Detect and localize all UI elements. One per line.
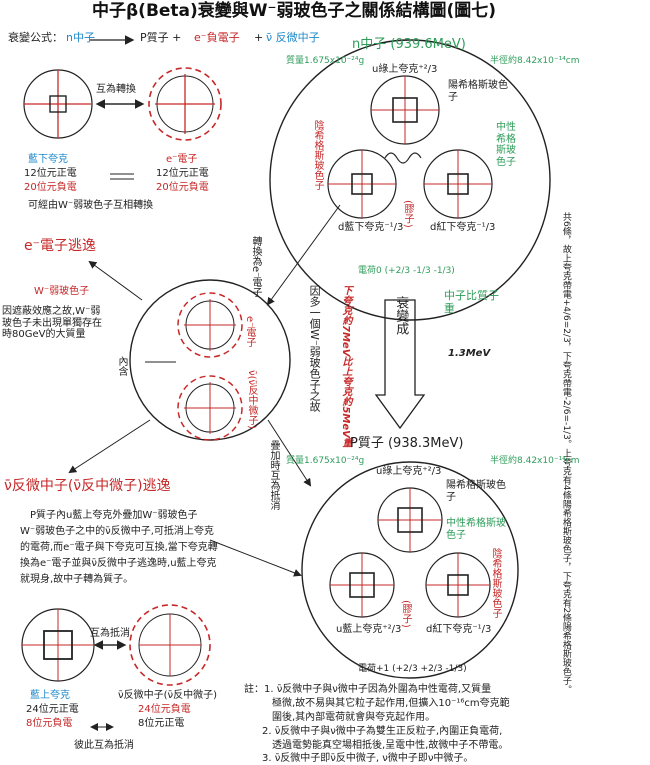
explain-line-4: 換為e⁻電子並與ν̄反微中子逃逸時,u藍上夸克 xyxy=(20,558,217,569)
note-2b: 透過電勢能真空場相抵後,呈電中性,故微中子不帶電。 xyxy=(272,740,509,751)
explain-line-5: 就現身,故中子轉為質子。 xyxy=(20,574,134,585)
down-quark-pos: 12位元正電 xyxy=(24,168,77,179)
proton-d-red-label: d紅下夸克⁻¹/3 xyxy=(426,624,492,635)
explain-arrow xyxy=(209,539,302,577)
antineutrino-label: ν̄反微中子(ν̄反中微子) xyxy=(118,690,217,701)
note-2a: 2. ν̄反微中子與ν微中子為雙生正反粒子,內圍正負電荷, xyxy=(262,726,503,737)
explain-line-3: 的電荷,而e⁻電子與下夸克可互換,當下夸克轉 xyxy=(20,542,218,553)
proton-neutral-higgs-label: 中性希格斯玻色子 xyxy=(446,518,506,541)
neutron-d-blue-label: d藍下夸克⁻¹/3 xyxy=(338,222,404,233)
antineutrino-symbol xyxy=(129,604,211,686)
antineutrino-pos: 24位元負電 xyxy=(138,704,191,715)
proton-u-blue-label: u藍上夸克⁺²/3 xyxy=(336,624,402,635)
proton-mass: 質量1.675x10⁻²⁴g xyxy=(286,456,365,466)
electron-pos: 12位元正電 xyxy=(156,168,209,179)
electron-label: e⁻電子 xyxy=(166,154,198,165)
formula-antineutrino: ν̄ 反微中子 xyxy=(266,31,320,44)
neutron-charge: 電荷0 (+2/3 -1/3 -1/3) xyxy=(358,266,455,276)
inner-label: 內含 xyxy=(116,356,127,376)
formula-neutron: n中子 xyxy=(66,31,95,44)
conversion-note: 可經由W⁻弱玻色子互相轉換 xyxy=(28,200,154,211)
up-quark-pos: 24位元正電 xyxy=(26,704,79,715)
proton-d-red xyxy=(425,552,491,618)
antineutrino-neg: 8位元正電 xyxy=(138,718,185,729)
note-1a: 註：1. ν̄反微中子與ν微中子因為外圍為中性電荷,又質量 xyxy=(244,684,492,695)
nu-escape-arrow xyxy=(68,419,151,474)
middle-antineutrino xyxy=(177,375,243,441)
overlay-label: 疊加時互為抵消 xyxy=(268,440,279,510)
electron-neg: 20位元負電 xyxy=(156,182,209,193)
middle-electron xyxy=(177,292,243,358)
convert-arrow xyxy=(266,204,341,306)
proton-title: P質子 (938.3MeV) xyxy=(350,436,464,451)
proton-neg-higgs-label: 陰希格斯玻色子 xyxy=(490,548,501,618)
proton-radius: 半徑約8.42x10⁻¹⁴cm xyxy=(490,456,580,466)
proton-circle xyxy=(301,461,519,679)
formula-proton: P質子 + xyxy=(140,31,182,44)
up-quark-label: 藍上夸克 xyxy=(30,690,70,701)
up-quark-symbol xyxy=(21,608,95,682)
neutron-circle xyxy=(269,39,551,321)
e-escape-arrow xyxy=(88,260,143,301)
neutron-mass: 質量1.675x10⁻²⁴g xyxy=(286,56,365,66)
neutron-gluon-wave xyxy=(384,152,422,164)
neutron-d-blue xyxy=(327,149,397,219)
proton-charge: 電荷+1 (+2/3 +2/3 -1/3) xyxy=(358,664,467,674)
convert-label: 轉換為e⁻電子 xyxy=(250,236,261,298)
n-heavier-b: 1.3MeV xyxy=(448,348,491,359)
page-title: 中子β(Beta)衰變與W⁻弱玻色子之關係結構圖(圖七) xyxy=(92,1,497,21)
neutron-neg-higgs-label: 陰希格斯玻色子 xyxy=(312,120,323,190)
neutron-higgs-label: 陽希格斯玻色子 xyxy=(448,80,508,103)
middle-e-label: e⁻電子 xyxy=(244,316,255,348)
up-quark-neg: 8位元負電 xyxy=(26,718,73,729)
formula-plus: + xyxy=(254,31,264,44)
w-boson-label: W⁻弱玻色子 xyxy=(34,286,90,297)
neutron-d-red-label: d紅下夸克⁻¹/3 xyxy=(430,222,496,233)
e-escape-label: e⁻電子逃逸 xyxy=(24,238,97,254)
neutron-d-red xyxy=(423,149,493,219)
down-quark-label: 藍下夸克 xyxy=(28,154,68,165)
note-1c: 圍後,其內部電荷就會與夸克起作用。 xyxy=(272,712,436,723)
proton-gluon-label: (膠子) xyxy=(400,600,411,628)
decay-label: 衰變成 xyxy=(393,296,409,335)
neutron-neutral-higgs-label: 中性希格斯玻色子 xyxy=(496,122,516,168)
formula-electron: e⁻負電子 xyxy=(194,31,240,44)
d-heavier-label: 下夸克約7MeV比上夸克約5MeV重 xyxy=(340,285,351,448)
explain-line-2: W⁻弱玻色子之中的ν̄反微中子,可抵消上夸克 xyxy=(20,526,214,537)
mutual-cancel-label: 彼此互為抵消 xyxy=(74,740,134,751)
explain-line-1: P質子內u藍上夸克外疊加W⁻弱玻色子 xyxy=(30,510,198,521)
shield-note: 因遮蔽效應之故,W⁻弱玻色子未出現單獨存在時80GeV的大質量 xyxy=(2,306,102,340)
note-3: 3. ν̄反微中子即ν̄反中微子, ν微中子即ν中微子。 xyxy=(262,753,474,764)
neutron-title: n中子 (939.6MeV) xyxy=(352,37,466,52)
exchange-label: 互為轉換 xyxy=(96,84,136,95)
n-heavier-a: 中子比質子重 xyxy=(444,289,499,315)
proton-u-green-label: u綠上夸克⁺²/3 xyxy=(376,466,442,477)
neutron-u-quark-label: u綠上夸克⁺²/3 xyxy=(372,64,438,75)
note-1b: 極微,故不易與其它粒子起作用,但擴入10⁻¹⁶cm夸克範 xyxy=(272,698,510,709)
side-note: 共6條，故上夸克帶電+4/6=2/3，下夸克帶電-2/6=-1/3。上夸克有4條… xyxy=(560,212,571,695)
formula-label: 衰變公式： xyxy=(8,31,63,44)
cancel-label: 互為抵消 xyxy=(90,628,130,639)
electron-symbol xyxy=(148,67,222,141)
nu-escape-label: ν̄反微中子(ν̄反中微子)逃逸 xyxy=(4,478,171,494)
overlay-arrow xyxy=(267,419,312,487)
proton-higgs-label: 陽希格斯玻色子 xyxy=(446,480,506,503)
down-quark-neg: 20位元負電 xyxy=(24,182,77,193)
reason-label: 因多一個W⁻弱玻色子之故 xyxy=(308,285,322,412)
neutron-u-quark xyxy=(370,75,440,145)
down-quark-symbol xyxy=(23,69,93,139)
neutron-radius: 半徑約8.42x10⁻¹⁴cm xyxy=(490,56,580,66)
neutron-gluon-label: (膠子) xyxy=(402,200,413,228)
proton-u-blue xyxy=(329,552,395,618)
middle-nu-label: ν̄(ν̄反中微子) xyxy=(246,370,257,429)
decay-arrow xyxy=(374,299,426,430)
proton-u-green xyxy=(377,487,443,553)
